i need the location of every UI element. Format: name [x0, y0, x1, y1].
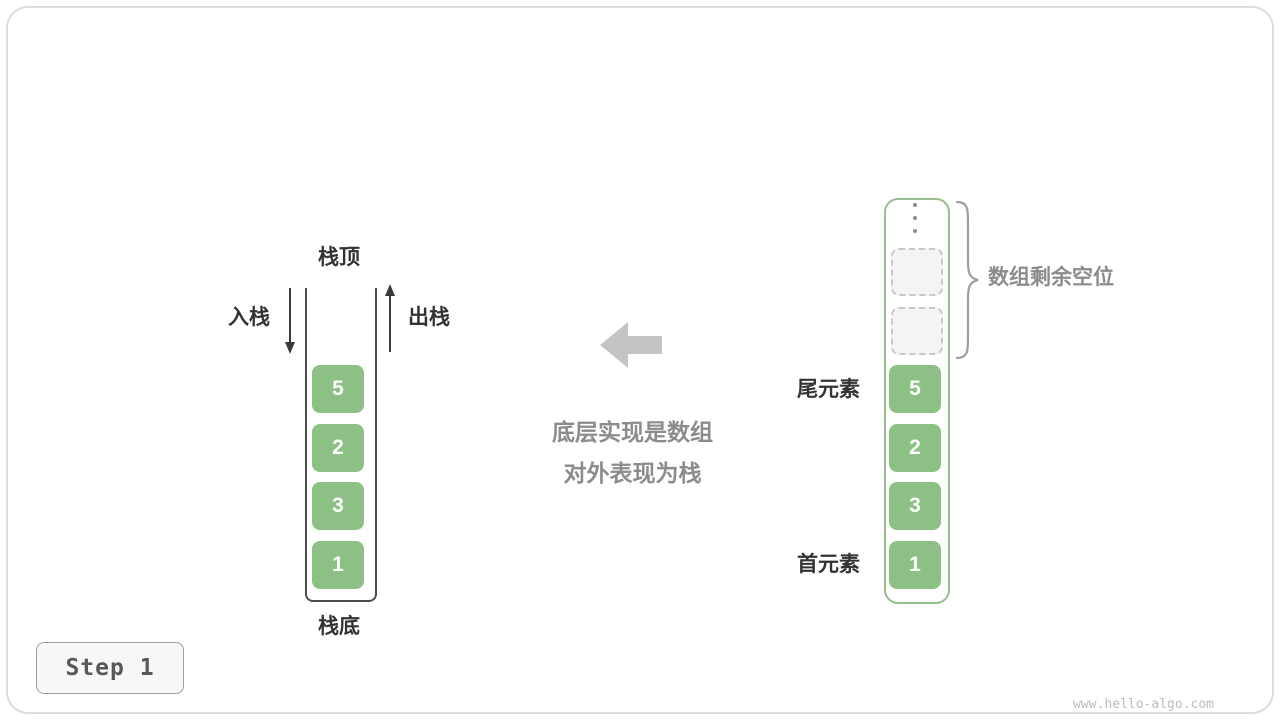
head-element-label: 首元素 [797, 553, 860, 576]
center-caption-line2: 对外表现为栈 [563, 460, 702, 486]
array-cell: 5 [889, 365, 941, 413]
array-empty-slot [891, 307, 943, 355]
tail-element-label: 尾元素 [797, 378, 860, 401]
array-cell: 1 [889, 541, 941, 589]
remaining-slots-label: 数组剩余空位 [988, 266, 1114, 289]
push-arrow-icon [285, 288, 295, 354]
pop-arrow-icon [385, 284, 395, 352]
watermark: www.hello-algo.com [1073, 697, 1214, 712]
push-label: 入栈 [228, 306, 270, 329]
ellipsis-icon [905, 203, 925, 233]
center-caption-line1: 底层实现是数组 [552, 419, 713, 445]
stack-top-label: 栈顶 [318, 246, 360, 269]
array-empty-slot [891, 248, 943, 296]
stack-bottom-label: 栈底 [318, 615, 360, 638]
array-cell: 3 [889, 482, 941, 530]
stack-cell: 2 [312, 424, 364, 472]
stack-cell: 1 [312, 541, 364, 589]
stack-cell: 3 [312, 482, 364, 530]
page-frame [6, 6, 1274, 714]
center-caption: 底层实现是数组 对外表现为栈 [495, 412, 770, 494]
pop-label: 出栈 [408, 306, 450, 329]
stack-cell: 5 [312, 365, 364, 413]
curly-brace-icon [955, 200, 979, 360]
left-arrow-icon [600, 322, 662, 368]
step-badge: Step 1 [36, 642, 184, 694]
array-cell: 2 [889, 424, 941, 472]
step-badge-label: Step 1 [65, 655, 155, 681]
